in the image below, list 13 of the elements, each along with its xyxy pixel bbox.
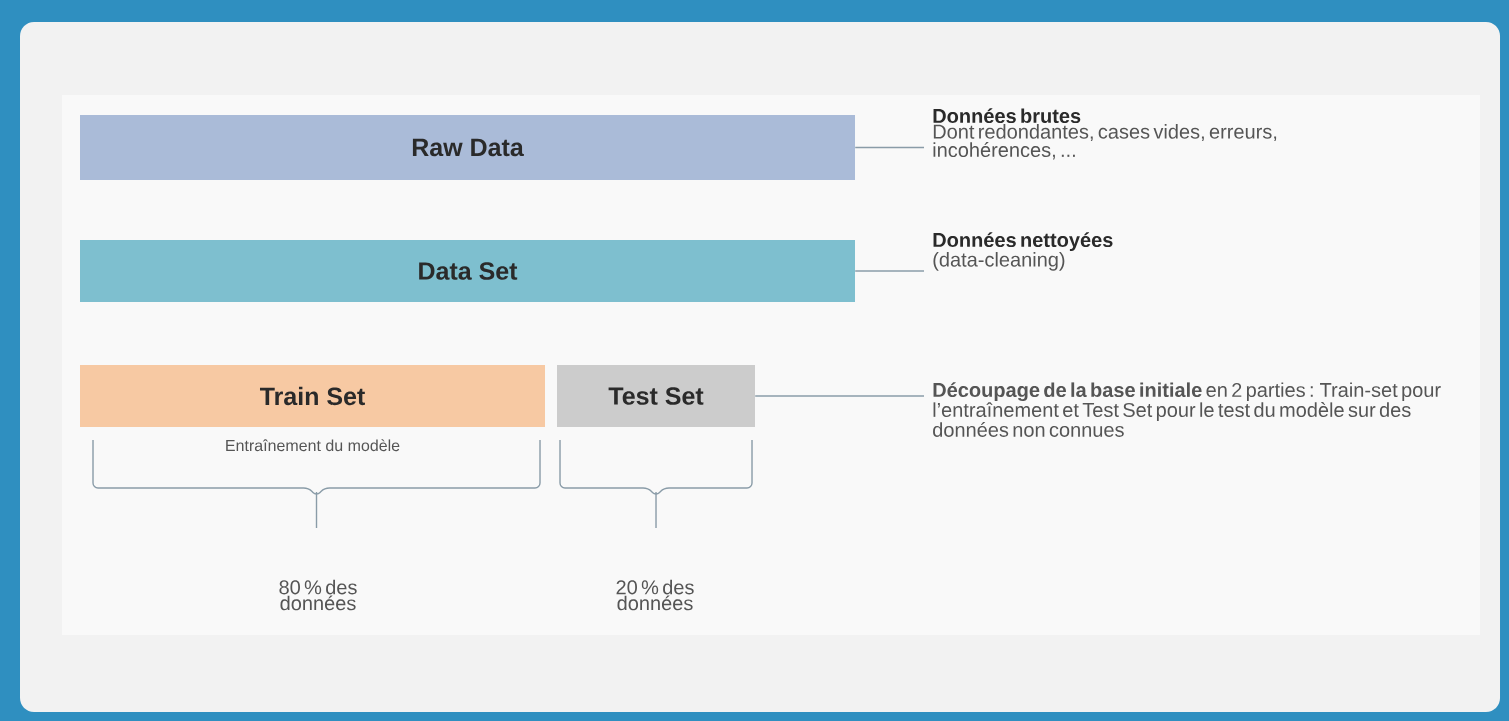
data-bar: Train Set bbox=[80, 365, 545, 427]
connector-line bbox=[854, 270, 925, 272]
data-bar: Test Set bbox=[557, 365, 755, 427]
data-bar: Raw Data bbox=[80, 115, 855, 180]
connector-line bbox=[854, 146, 925, 149]
percentage-label: 20 % des données bbox=[616, 579, 694, 611]
connector-line bbox=[754, 395, 925, 397]
caption-text: Entraînement du modèle bbox=[226, 439, 400, 452]
annotation-text: Données brutes Dont redondantes, cases vides, erreurs, incohérences, ... bbox=[933, 108, 1277, 160]
annotation-text: Découpage de la base initiale en 2 parties : Train-set pour l’entraînement et Test Set pour le test du modèle sur des données non connues bbox=[933, 382, 1441, 437]
data-bar: Data Set bbox=[80, 240, 855, 302]
annotation-text: Données nettoyées (data-cleaning) bbox=[933, 232, 1113, 271]
percentage-label: 80 % des données bbox=[279, 579, 357, 611]
